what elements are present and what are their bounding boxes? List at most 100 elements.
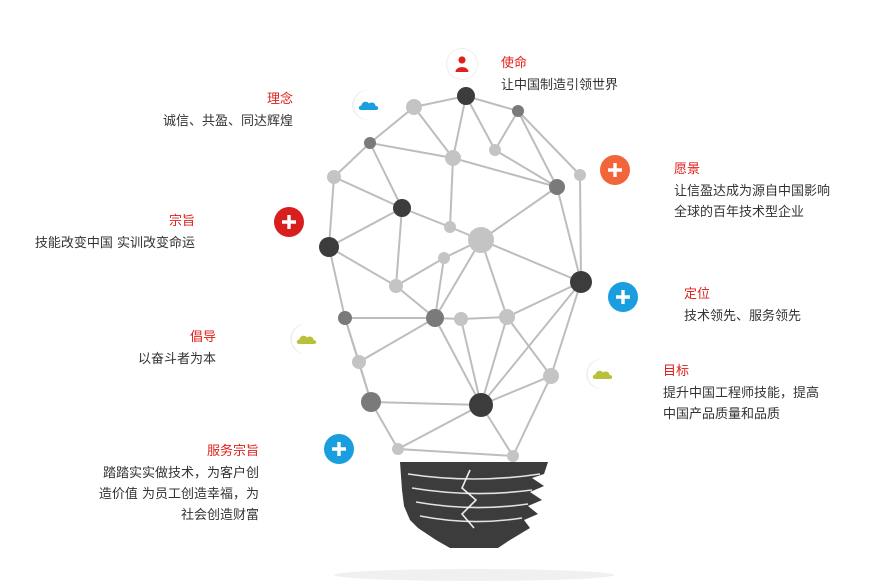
network-node — [393, 199, 411, 217]
philosophy-text: 诚信、共盈、同达辉煌 — [162, 114, 293, 129]
network-wire — [397, 404, 482, 450]
network-node — [445, 150, 461, 166]
network-node — [489, 144, 501, 156]
network-node — [392, 443, 404, 455]
network-node — [406, 99, 422, 115]
mission-text: 让中国制造引领世界 — [501, 78, 619, 93]
advocacy-cloud-icon — [292, 324, 322, 354]
network-wire — [460, 318, 482, 406]
network-wire — [506, 316, 552, 377]
network-node — [319, 237, 339, 257]
network-wire — [449, 157, 454, 228]
screw-thread-highlight — [407, 473, 541, 480]
network-wire — [480, 239, 582, 283]
philosophy-title: 理念 — [266, 92, 293, 107]
advocacy-text: 以奋斗者为本 — [137, 352, 216, 367]
service-title: 服务宗旨 — [206, 444, 259, 459]
purpose-text: 技能改变中国 实训改变命运 — [34, 236, 195, 251]
screw-thread-highlight — [415, 501, 529, 509]
service-text-line-1: 踏踏实实做技术，为客户创 — [102, 466, 259, 481]
network-wire — [550, 281, 582, 377]
network-wire — [369, 142, 403, 209]
network-wire — [465, 95, 496, 151]
network-node — [570, 271, 592, 293]
position-title: 定位 — [684, 287, 711, 302]
network-node — [457, 87, 475, 105]
purpose-block: 宗旨 技能改变中国 实训改变命运 — [35, 211, 195, 254]
screw-thread-highlight — [411, 487, 533, 495]
network-node — [469, 393, 493, 417]
network-wire — [413, 106, 454, 159]
network-node — [438, 252, 450, 264]
network-node — [364, 137, 376, 149]
network-wire — [480, 316, 508, 406]
screw-thread-highlight — [419, 515, 523, 523]
service-plus-icon — [324, 434, 354, 464]
network-node — [507, 450, 519, 462]
network-wire — [556, 186, 582, 283]
service-text-line-2: 造价值 为员工创造幸福，为 — [98, 487, 259, 502]
vision-text-line-1: 让信盈达成为源自中国影响 — [674, 184, 831, 199]
network-wire — [494, 110, 519, 151]
screw-crack-highlight — [460, 469, 478, 529]
network-wire — [328, 246, 346, 319]
position-plus-icon — [608, 282, 638, 312]
bulb-screw-base — [400, 462, 548, 548]
network-wire — [328, 207, 403, 248]
network-node — [361, 392, 381, 412]
network-node — [327, 170, 341, 184]
advocacy-block: 倡导 以奋斗者为本 — [138, 327, 216, 370]
network-wire — [517, 110, 558, 188]
network-wire — [434, 239, 482, 319]
vision-text-line-2: 全球的百年技术型企业 — [674, 205, 805, 220]
network-node — [444, 221, 456, 233]
purpose-plus-icon — [274, 207, 304, 237]
service-text-line-3: 社会创造财富 — [180, 508, 259, 523]
network-wire — [480, 375, 552, 406]
network-wire — [434, 257, 445, 319]
network-wire — [434, 317, 482, 406]
network-wire — [452, 95, 467, 159]
goal-block: 目标 提升中国工程师技能，提高 中国产品质量和品质 — [663, 361, 819, 425]
service-block: 服务宗旨 踏踏实实做技术，为客户创 造价值 为员工创造幸福，为 社会创造财富 — [99, 441, 259, 526]
vision-plus-icon — [600, 155, 630, 185]
network-node — [426, 309, 444, 327]
network-node — [468, 227, 494, 253]
vision-block: 愿景 让信盈达成为源自中国影响 全球的百年技术型企业 — [674, 159, 830, 223]
network-wire — [506, 281, 582, 318]
network-node — [574, 169, 586, 181]
network-wire — [370, 401, 482, 406]
network-wire — [328, 176, 335, 248]
network-wire — [465, 95, 519, 112]
network-node — [338, 311, 352, 325]
network-wire — [579, 174, 582, 283]
advocacy-title: 倡导 — [189, 330, 216, 345]
network-wire — [480, 239, 508, 318]
network-wire — [358, 317, 436, 363]
network-wire — [395, 207, 403, 287]
network-node — [352, 355, 366, 369]
position-text: 技术领先、服务领先 — [684, 309, 802, 324]
purpose-title: 宗旨 — [168, 214, 195, 229]
mission-title: 使命 — [501, 56, 528, 71]
network-node — [543, 368, 559, 384]
network-wire — [333, 142, 371, 178]
network-node — [499, 309, 515, 325]
network-node — [549, 179, 565, 195]
position-block: 定位 技术领先、服务领先 — [684, 284, 801, 327]
goal-text-line-1: 提升中国工程师技能，提高 — [663, 386, 820, 401]
network-node — [512, 105, 524, 117]
goal-cloud-icon — [588, 359, 618, 389]
network-wire — [452, 157, 558, 188]
network-node — [389, 279, 403, 293]
goal-title: 目标 — [663, 364, 690, 379]
network-wire — [328, 246, 397, 287]
network-wire — [369, 106, 415, 144]
network-wire — [333, 176, 403, 209]
network-wire — [512, 375, 552, 457]
mission-block: 使命 让中国制造引领世界 — [501, 53, 618, 96]
goal-text-line-2: 中国产品质量和品质 — [663, 407, 781, 422]
network-wire — [494, 149, 558, 188]
vision-title: 愿景 — [674, 162, 701, 177]
